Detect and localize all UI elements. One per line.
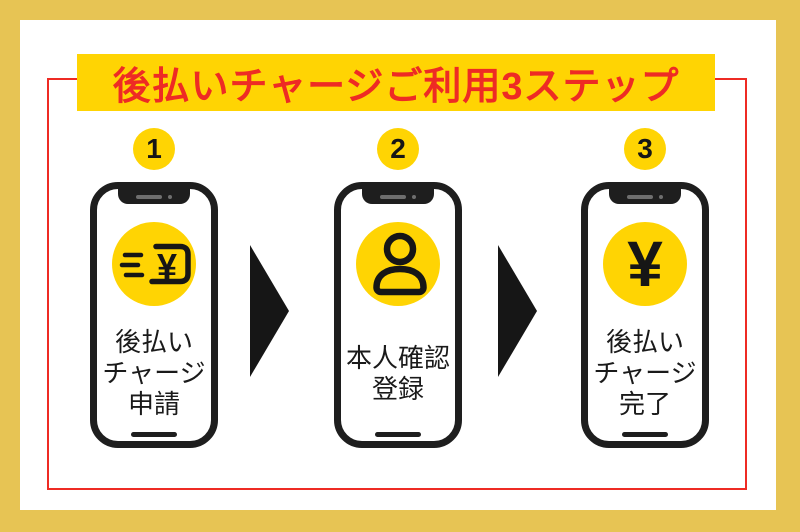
phone-notch bbox=[118, 189, 190, 204]
step-2-label: 本人確認 登録 bbox=[345, 342, 450, 404]
step-1-number-badge: 1 bbox=[133, 128, 175, 170]
phone-illustration-3: ¥ 後払い チャージ 完了 bbox=[581, 182, 709, 448]
speaker-slot bbox=[136, 194, 162, 199]
speaker-slot bbox=[380, 194, 406, 199]
charge-complete-yen-icon: ¥ bbox=[603, 222, 687, 306]
page-title: 後払いチャージご利用3ステップ bbox=[112, 66, 680, 108]
yen-glyph: ¥ bbox=[157, 246, 177, 287]
postpaid-charge-apply-icon: ¥ bbox=[112, 222, 196, 306]
phone-illustration-1: ¥ 後払い チャージ 申請 bbox=[90, 182, 218, 448]
camera-dot bbox=[168, 194, 172, 199]
home-indicator bbox=[375, 432, 421, 437]
camera-dot bbox=[412, 194, 416, 199]
step-3-label: 後払い チャージ 完了 bbox=[593, 327, 697, 419]
home-indicator bbox=[622, 432, 668, 437]
camera-dot bbox=[659, 194, 663, 199]
yen-glyph: ¥ bbox=[627, 228, 663, 300]
title-banner: 後払いチャージご利用3ステップ bbox=[77, 54, 715, 111]
step-2: 2 本人確認 登録 bbox=[334, 128, 462, 448]
step-2-number-badge: 2 bbox=[377, 128, 419, 170]
phone-notch bbox=[362, 189, 434, 204]
identity-person-icon bbox=[356, 222, 440, 306]
phone-illustration-2: 本人確認 登録 bbox=[334, 182, 462, 448]
step-1: 1 ¥ 後払い チャージ 申請 bbox=[90, 128, 218, 448]
step-1-number: 1 bbox=[146, 133, 162, 164]
step-1-label: 後払い チャージ 申請 bbox=[102, 327, 206, 419]
speaker-slot bbox=[627, 194, 653, 199]
step-3: 3 ¥ 後払い チャージ 完了 bbox=[581, 128, 709, 448]
home-indicator bbox=[131, 432, 177, 437]
phone-notch bbox=[609, 189, 681, 204]
step-2-number: 2 bbox=[390, 133, 406, 164]
step-3-number: 3 bbox=[637, 133, 653, 164]
step-3-number-badge: 3 bbox=[624, 128, 666, 170]
